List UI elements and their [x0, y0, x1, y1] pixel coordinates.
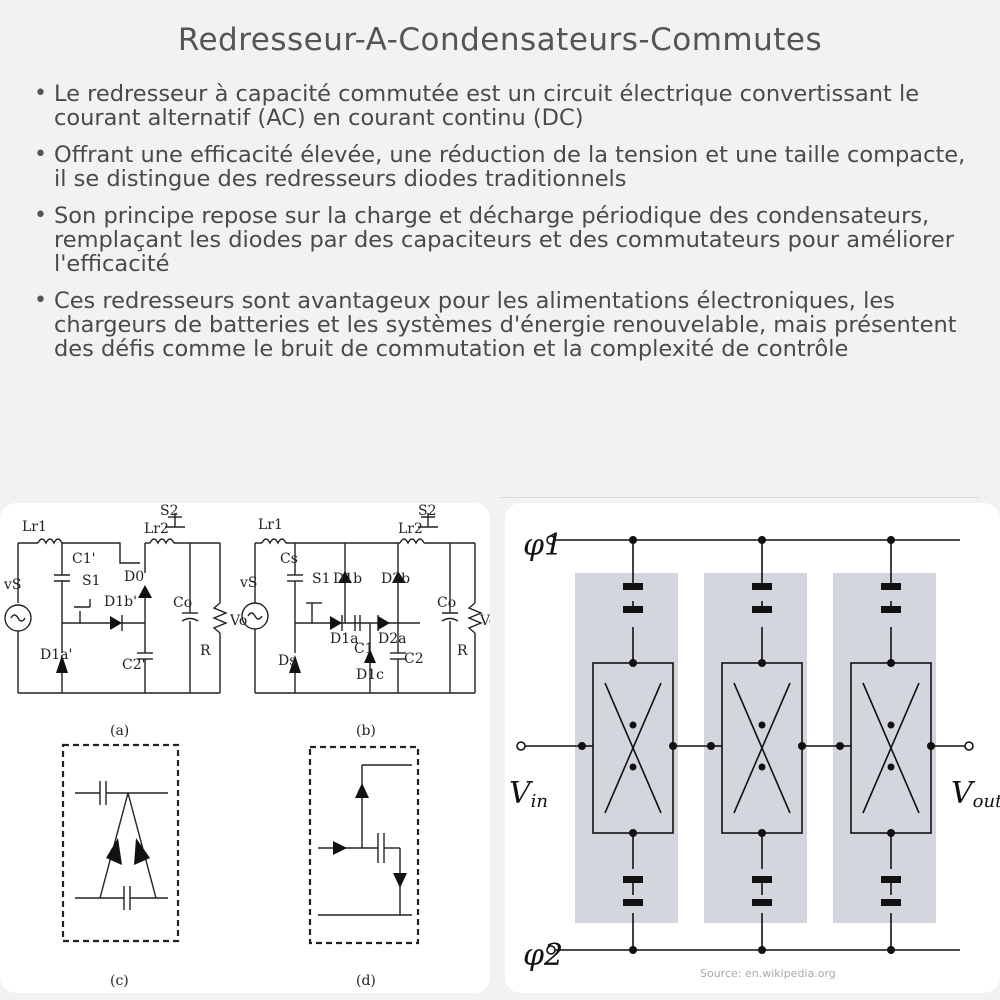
caption-c: (c) [110, 973, 129, 989]
circuit-b-cs-label: Cs [280, 551, 298, 567]
circuit-b-vo-label: Vo [479, 613, 490, 629]
circuit-b-s2-label: S2 [418, 503, 437, 519]
circuit-b-c2-label: C2 [404, 651, 424, 667]
vin-label: Vin [509, 776, 548, 812]
bullet-item: Ces redresseurs sont avantageux pour les… [32, 289, 982, 361]
circuit-b-d1c-label: D1c [356, 667, 384, 683]
caption-b: (b) [356, 723, 376, 739]
circuit-b-r-label: R [457, 643, 468, 659]
circuit-a-s2-label: S2 [160, 503, 179, 519]
circuit-a-d0-label: D0 [124, 569, 144, 585]
circuit-b-d1b-label: D1b [333, 571, 362, 587]
circuit-b-co-label: Co [437, 595, 456, 611]
switched-capacitor-figure-panel: φ1 φ2 Vin Vout Source: en.wikipedia.org [505, 503, 1000, 993]
circuit-a [4, 513, 228, 694]
circuit-b-d2a-label: D2a [378, 631, 406, 647]
circuit-b-d2b-label: D2b [381, 571, 410, 587]
circuit-a-d1b-label: D1b' [104, 594, 137, 610]
circuit-a-lr1-label: Lr1 [22, 519, 47, 535]
bullet-item: Offrant une efficacité élevée, une réduc… [32, 143, 982, 191]
circuit-a-source-label: vS [3, 577, 22, 593]
circuit-b-ds-label: Ds [278, 653, 296, 669]
stage-blocks [575, 573, 936, 923]
circuit-b-lr1-label: Lr1 [258, 517, 283, 533]
caption-a: (a) [110, 723, 129, 739]
circuit-figure-panel: vS Lr1 C1' S1 D1b' D0 D1a' C2' S2 Lr2 Co… [0, 503, 490, 993]
switched-capacitor-figure: φ1 φ2 Vin Vout Source: en.wikipedia.org [509, 528, 1000, 980]
caption-d: (d) [356, 973, 376, 989]
circuit-a-r-label: R [200, 643, 211, 659]
vout-label: Vout [951, 776, 1000, 812]
circuit-b-d1a-label: D1a [330, 631, 358, 647]
circuit-a-vo-label: Vo [229, 613, 247, 629]
detail-c [61, 743, 180, 943]
bullet-item: Son principe repose sur la charge et déc… [32, 204, 982, 276]
detail-d [308, 745, 420, 945]
circuit-figure: vS Lr1 C1' S1 D1b' D0 D1a' C2' S2 Lr2 Co… [3, 503, 490, 989]
circuit-a-lr2-label: Lr2 [144, 521, 169, 537]
phi2-label: φ2 [523, 938, 563, 973]
circuit-b-source-label: vS [239, 575, 258, 591]
source-credit: Source: en.wikipedia.org [700, 967, 836, 980]
bullet-item: Le redresseur à capacité commutée est un… [32, 82, 982, 130]
phi1-label: φ1 [523, 528, 563, 563]
circuit-a-c1-label: C1' [72, 551, 95, 567]
stage-2 [709, 540, 806, 950]
circuit-b-lr2-label: Lr2 [398, 521, 423, 537]
circuit-b-s1-label: S1 [312, 571, 331, 587]
circuit-b-c1-label: C1 [354, 641, 374, 657]
circuit-a-s1-label: S1 [82, 573, 101, 589]
circuit-a-co-label: Co [173, 595, 192, 611]
circuit-a-c2-label: C2' [122, 657, 145, 673]
divider [500, 497, 980, 498]
bullet-list: Le redresseur à capacité commutée est un… [32, 82, 982, 374]
page-title: Redresseur-A-Condensateurs-Commutes [177, 22, 823, 58]
circuit-a-d1a-label: D1a' [40, 647, 72, 663]
